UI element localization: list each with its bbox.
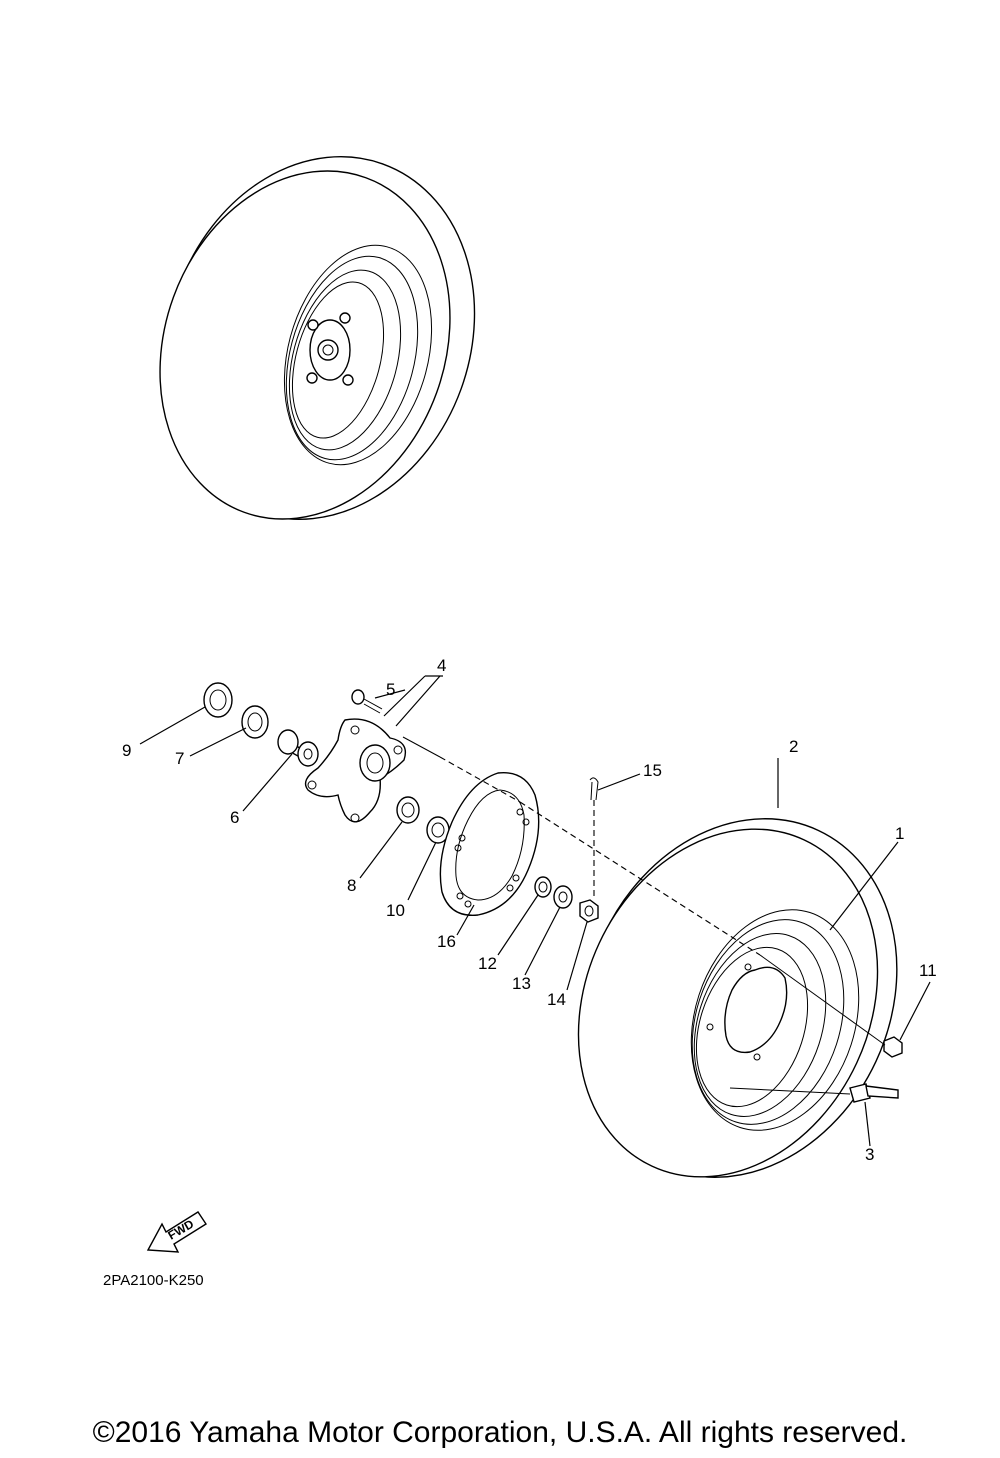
- callout-12: 12: [478, 954, 497, 973]
- callout-10: 10: [386, 901, 405, 920]
- assembly-axis-lines: [402, 736, 886, 1095]
- rim-1-part: [690, 909, 860, 1131]
- fwd-arrow-icon: FWD: [146, 1211, 207, 1253]
- callout-1: 1: [895, 824, 904, 843]
- front-hub-4-part: [304, 718, 407, 823]
- callout-labels: 1 2 3 4 5 6 7 8 9 10 11 12 13 14 15 16: [122, 656, 937, 1164]
- callout-5: 5: [386, 680, 395, 699]
- collar-12-part: [534, 876, 552, 898]
- callout-2: 2: [789, 737, 798, 756]
- washer-13-part: [553, 885, 573, 909]
- diagram-code: 2PA2100-K250: [103, 1272, 204, 1289]
- valve-3-part: [849, 1083, 899, 1103]
- bolt-5-part: [351, 689, 383, 714]
- callout-16: 16: [437, 932, 456, 951]
- oil-seal-7-part: [241, 705, 269, 739]
- cotter-pin-15-part: [589, 777, 599, 801]
- callout-11: 11: [919, 961, 937, 980]
- callout-7: 7: [175, 749, 184, 768]
- brake-disc-16-part: [439, 771, 540, 916]
- castle-nut-14-part: [579, 899, 599, 923]
- callout-15: 15: [643, 761, 662, 780]
- callout-8: 8: [347, 876, 356, 895]
- callout-9: 9: [122, 741, 131, 760]
- callout-6: 6: [230, 808, 239, 827]
- callout-14: 14: [547, 990, 566, 1009]
- wheel-nut-11-part: [883, 1036, 903, 1058]
- spacer-6-part: [277, 729, 319, 767]
- bearing-9-part: [203, 682, 233, 718]
- assembled-wheel-illustration: [159, 156, 476, 520]
- copyright-notice: ©2016 Yamaha Motor Corporation, U.S.A. A…: [93, 1416, 908, 1449]
- callout-4: 4: [437, 656, 446, 675]
- callout-13: 13: [512, 974, 531, 993]
- callout-3: 3: [865, 1145, 874, 1164]
- bearing-8-part: [396, 796, 420, 824]
- leader-lines: [139, 675, 931, 1147]
